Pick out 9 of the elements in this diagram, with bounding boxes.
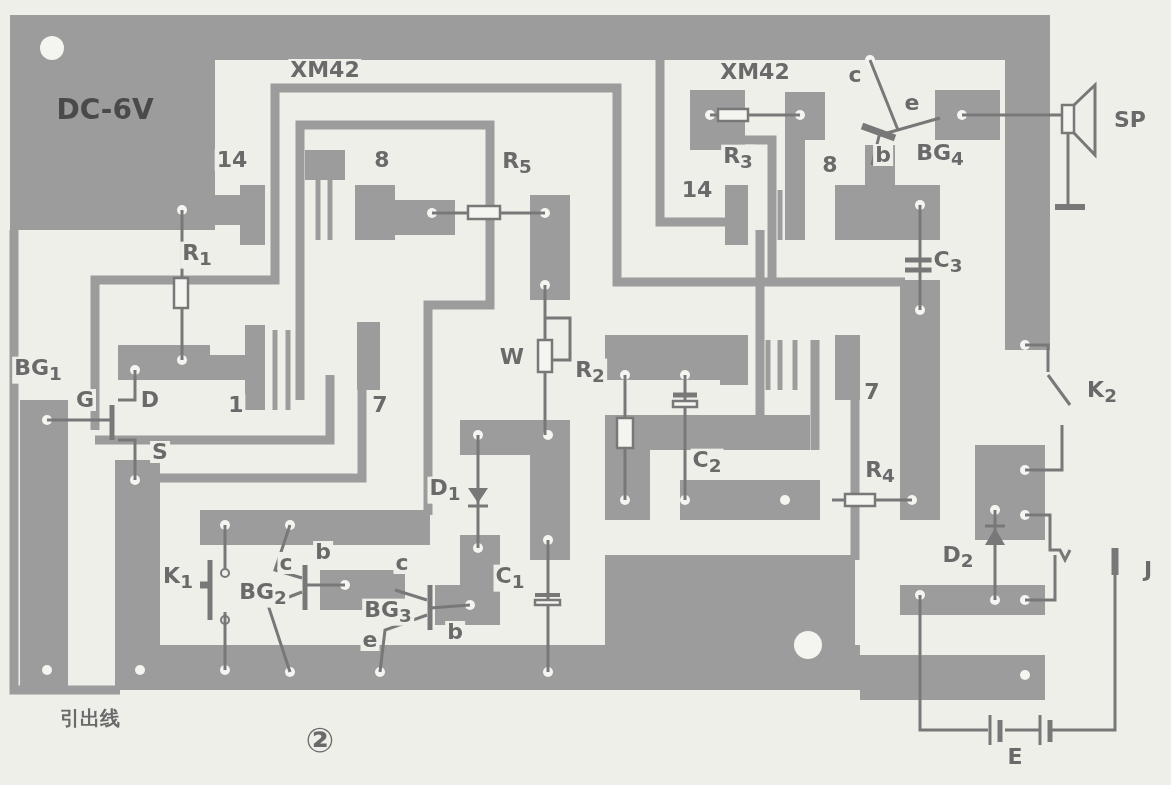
lead-wire-note: 引出线 bbox=[58, 708, 122, 728]
pin-label: S bbox=[150, 441, 170, 463]
component-label: R$_{1}$ bbox=[180, 241, 214, 269]
component-label: BG$_{1}$ bbox=[12, 356, 64, 384]
component-label: BG$_{3}$ bbox=[362, 598, 414, 626]
pin-label: c bbox=[277, 552, 295, 574]
component-label: D$_{1}$ bbox=[427, 476, 463, 504]
component-label: C$_{1}$ bbox=[493, 564, 527, 592]
pin-label: b bbox=[873, 144, 893, 166]
